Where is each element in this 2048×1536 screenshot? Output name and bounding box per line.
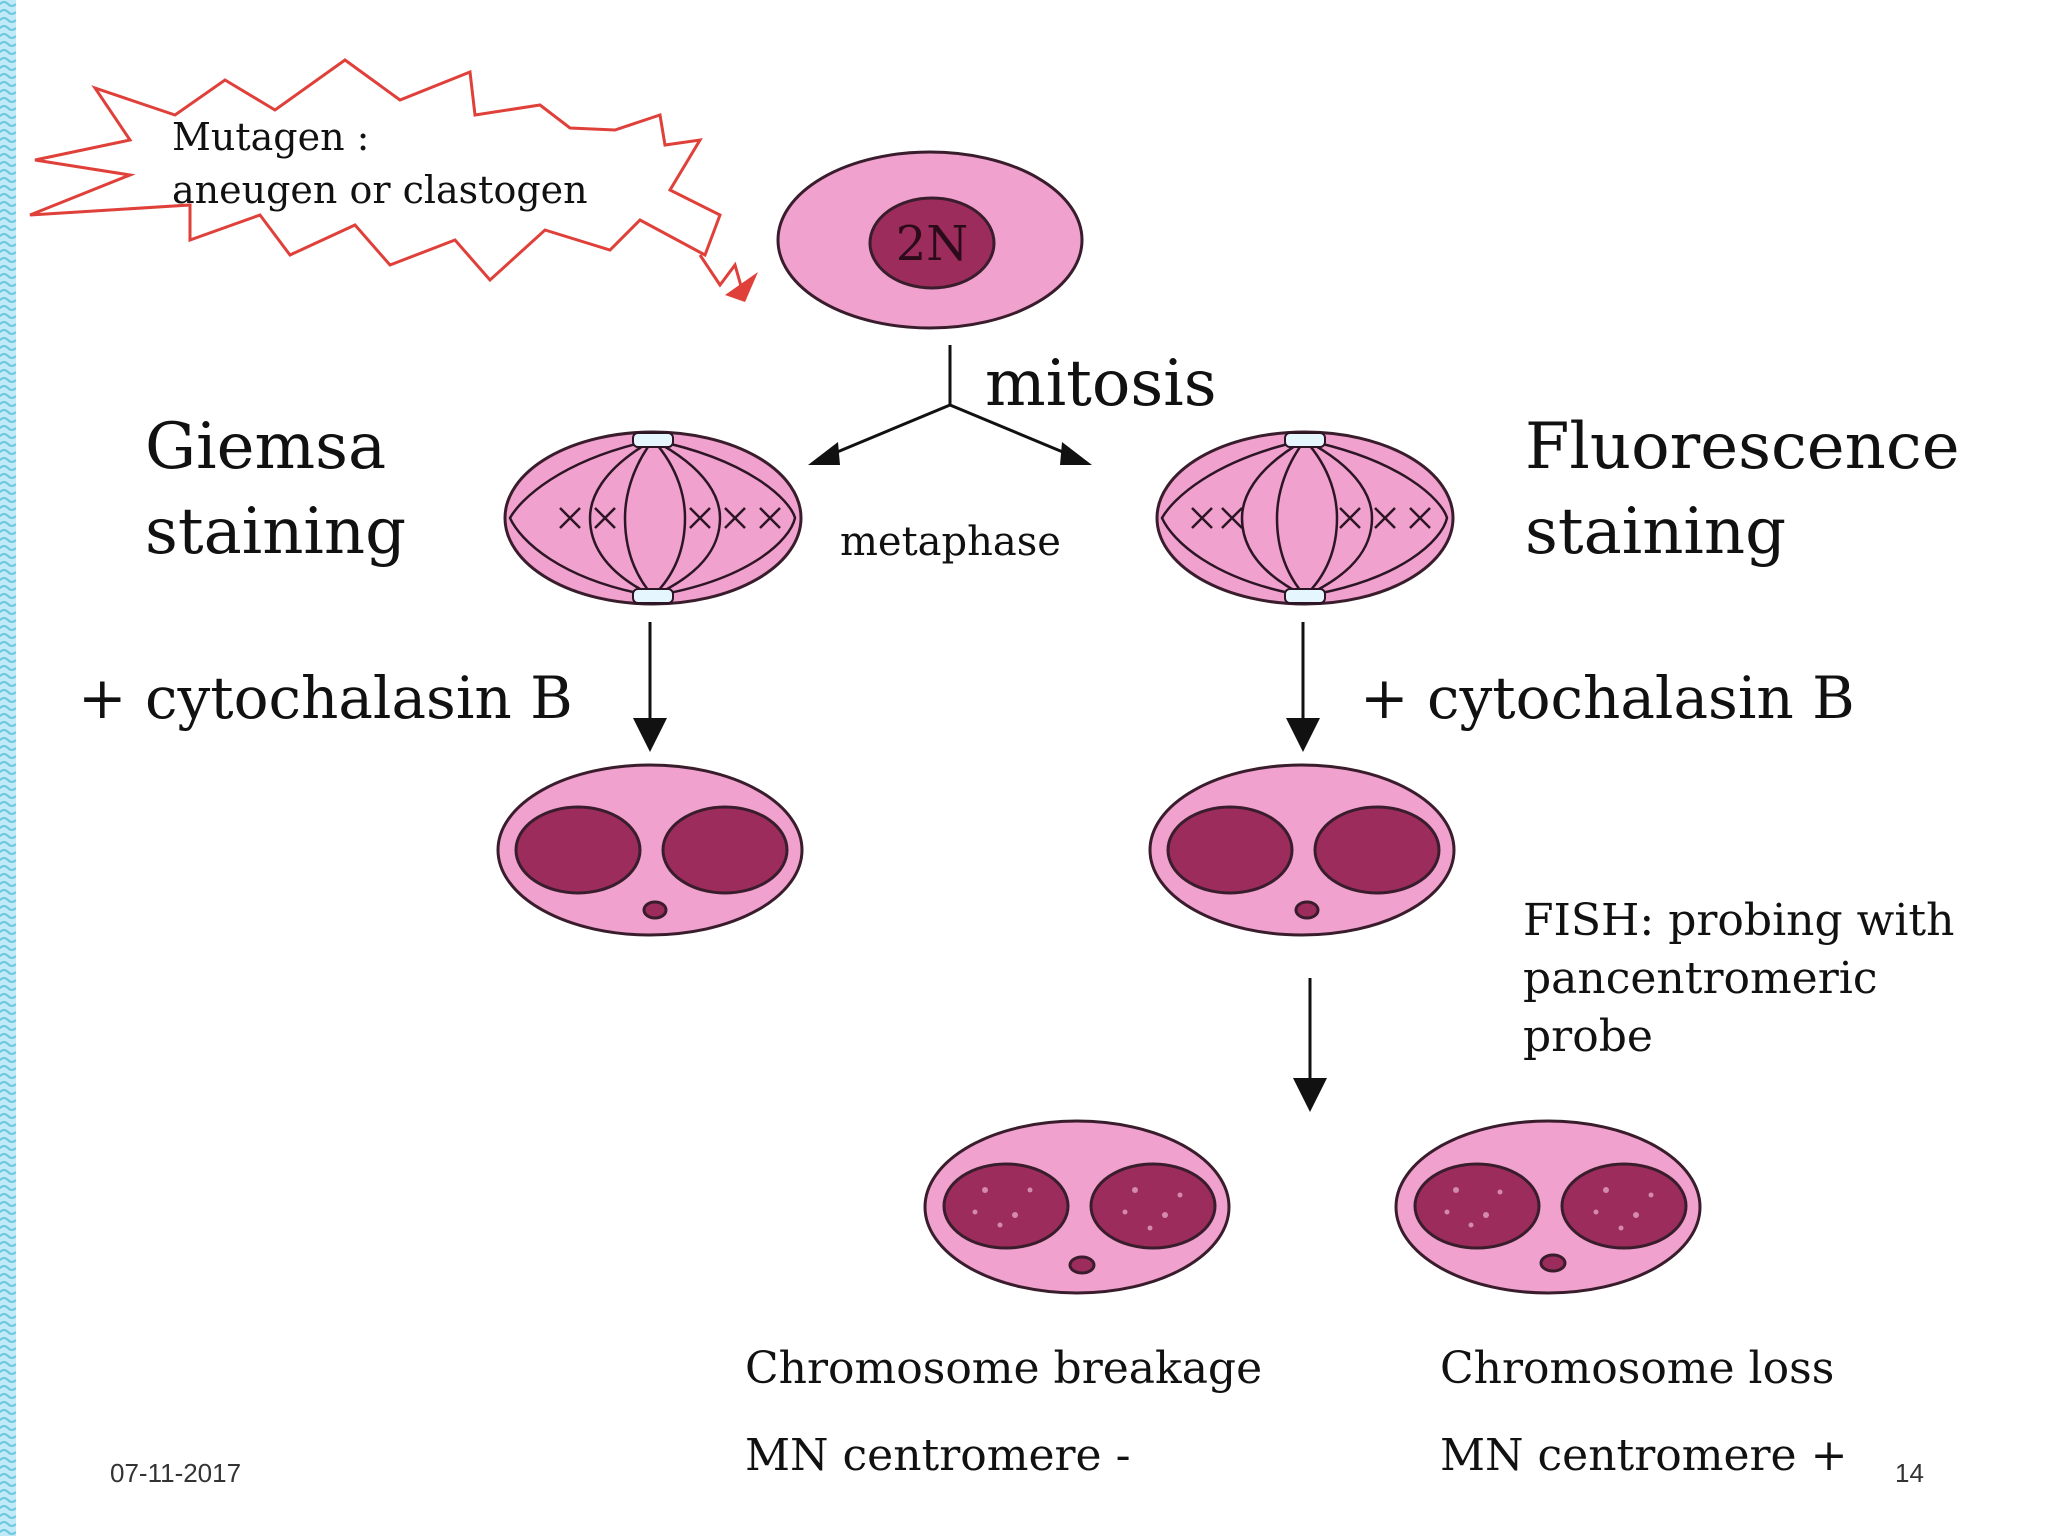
left-binucleated-cell — [496, 763, 804, 937]
cytochalasin-label-right: + cytochalasin B — [1360, 664, 1855, 732]
fish-down-arrow — [1293, 978, 1327, 1112]
breakage-cell — [923, 1119, 1231, 1295]
parent-nucleus — [868, 196, 996, 290]
mutagen-label-line1: Mutagen : — [172, 115, 369, 159]
giemsa-label-line1: Giemsa — [145, 410, 386, 484]
breakage-mn-centromere: MN centromere - — [745, 1430, 1130, 1481]
left-decorative-border — [0, 0, 16, 1536]
mitosis-label: mitosis — [985, 347, 1217, 421]
giemsa-label-line2: staining — [145, 495, 406, 569]
mutagen-burst — [29, 58, 758, 302]
fish-label-line2: pancentromeric — [1523, 953, 1877, 1004]
breakage-title: Chromosome breakage — [745, 1343, 1262, 1394]
metaphase-label: metaphase — [840, 519, 1061, 565]
right-binucleated-cell — [1148, 763, 1456, 937]
right-metaphase-cell — [1155, 430, 1455, 606]
mutagen-label-line2: aneugen or clastogen — [172, 168, 588, 212]
fish-label-line1: FISH: probing with — [1523, 895, 1954, 946]
loss-mn-centromere: MN centromere + — [1440, 1430, 1847, 1481]
fluorescence-label-line2: staining — [1525, 495, 1786, 569]
left-down-arrow — [633, 622, 667, 752]
left-metaphase-cell — [503, 430, 803, 606]
fish-label-line3: probe — [1523, 1011, 1653, 1062]
loss-title: Chromosome loss — [1440, 1343, 1834, 1394]
loss-cell — [1394, 1119, 1702, 1295]
cytochalasin-label-left: + cytochalasin B — [78, 664, 573, 732]
nucleus-2n-label: 2N — [896, 216, 969, 272]
footer-date: 07-11-2017 — [110, 1458, 241, 1488]
right-down-arrow — [1286, 622, 1320, 752]
mitosis-split-arrows — [808, 345, 1092, 465]
footer-page-number: 14 — [1895, 1458, 1924, 1488]
fluorescence-label-line1: Fluorescence — [1525, 410, 1960, 484]
